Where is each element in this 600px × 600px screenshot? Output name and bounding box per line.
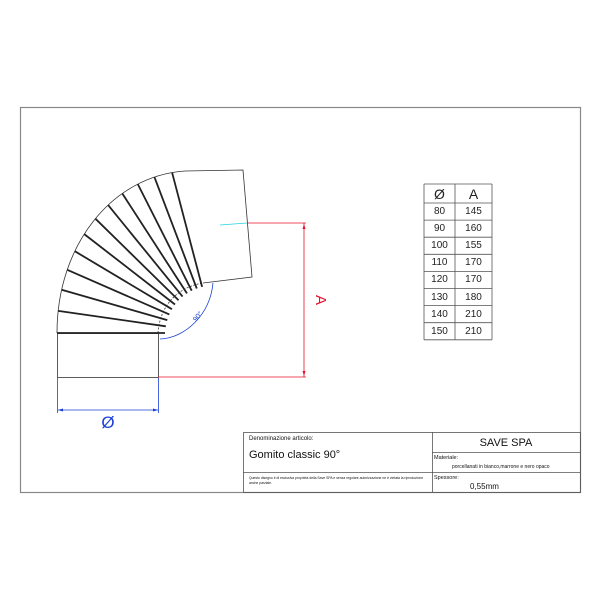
arrow-left-icon [58, 408, 63, 412]
bend-rib [66, 268, 170, 316]
bend-rib [107, 204, 184, 298]
bend-rib [121, 193, 188, 294]
material-value: porcellanati in bianco,marrone e nero op… [452, 464, 550, 470]
elbow-pipe [56, 169, 253, 378]
disclaimer-text: Questo disegno è di esclusiva proprietà … [249, 476, 424, 485]
table-cell-a: 180 [465, 291, 482, 303]
title-block-grid [243, 432, 581, 493]
arrow-up-icon [302, 224, 306, 229]
dimension-a-label: A [312, 295, 329, 305]
denomination-label: Denominazione articolo: [249, 436, 314, 442]
bend-rib [58, 309, 166, 328]
outer-bend-arc [56, 170, 186, 334]
table-header-diameter: Ø [434, 185, 445, 202]
dimension-diameter [57, 378, 159, 413]
table-cell-a: 155 [465, 240, 482, 252]
bend-rib [61, 288, 168, 321]
table-cell-a: 160 [465, 223, 482, 235]
article-name: Gomito classic 90° [249, 449, 341, 461]
bend-rib [171, 172, 203, 288]
bend-rib [153, 176, 198, 289]
top-straight-section [184, 169, 253, 284]
table-cell-diameter: 150 [431, 325, 448, 337]
table-cell-diameter: 80 [433, 206, 446, 218]
dimension-a [158, 222, 306, 378]
bend-rib [83, 233, 176, 306]
table-cell-diameter: 100 [431, 240, 448, 252]
bend-rib [74, 250, 173, 310]
bottom-straight-section [57, 333, 159, 378]
table-cell-diameter: 120 [431, 274, 448, 286]
drawing-frame [19, 106, 582, 494]
dimension-diameter-label: Ø [101, 413, 114, 432]
thickness-label: Spessore: [434, 475, 459, 481]
angle-label: 90° [191, 310, 204, 323]
arrow-down-icon [302, 371, 306, 376]
center-axis-line [219, 222, 248, 226]
company-name: SAVE SPA [479, 437, 533, 449]
angle-arc [159, 282, 214, 340]
table-cell-diameter: 130 [431, 291, 448, 303]
table-cell-diameter: 140 [431, 308, 448, 320]
table-cell-a: 210 [465, 325, 482, 337]
arrow-right-icon [153, 408, 158, 412]
table-cell-a: 170 [465, 257, 482, 269]
table-cell-diameter: 110 [431, 257, 448, 269]
bend-rib [94, 218, 180, 301]
bend-ribs [57, 172, 203, 334]
table-cell-a: 170 [465, 274, 482, 286]
table-cell-diameter: 90 [433, 223, 446, 235]
dimension-table-grid [423, 183, 493, 341]
table-cell-a: 210 [465, 308, 482, 320]
material-label: Materiale: [434, 455, 459, 461]
thickness-value: 0,55mm [470, 482, 499, 491]
bend-rib [136, 183, 193, 292]
table-header-a: A [468, 185, 479, 202]
table-cell-a: 145 [465, 206, 482, 218]
